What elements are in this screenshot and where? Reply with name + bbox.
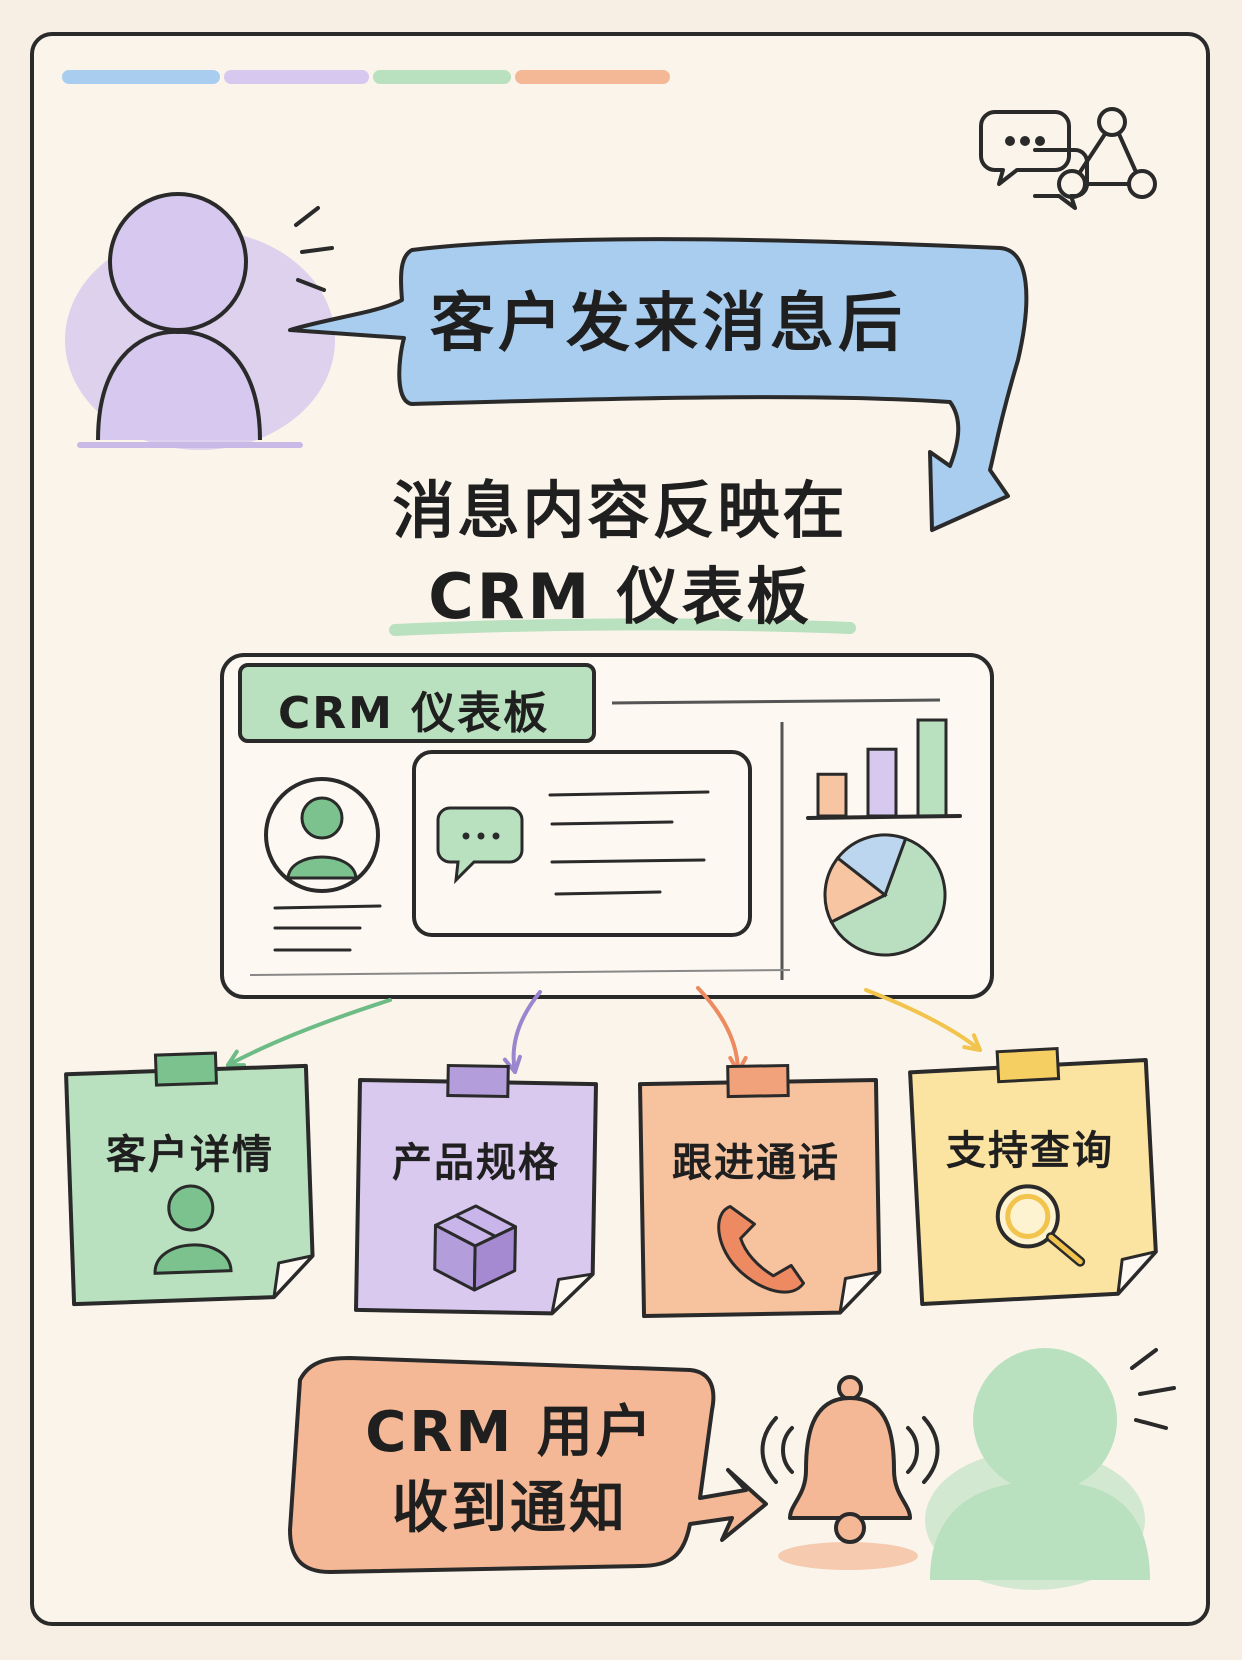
arrowhead-2	[502, 1054, 522, 1074]
message-icon	[436, 806, 524, 885]
headline-line-2: CRM 仪表板	[428, 560, 812, 633]
customer-avatar	[65, 192, 335, 450]
color-strip	[62, 70, 670, 84]
note-tape	[153, 1051, 219, 1087]
notification-bubble	[288, 1356, 768, 1574]
bar-2	[866, 747, 898, 818]
pie-slice-1	[829, 836, 947, 957]
sticky-note-2	[354, 1063, 598, 1316]
chat-network-icon	[979, 107, 1157, 210]
headline-line-1: 消息内容反映在	[392, 474, 848, 547]
message-panel	[412, 750, 752, 937]
sticky-note-3	[637, 1063, 882, 1319]
message-ribbon	[288, 237, 1029, 532]
dashboard-tab-label: CRM 仪表板	[278, 688, 550, 739]
bar-chart-baseline	[806, 814, 962, 820]
profile-lines	[273, 904, 382, 952]
pie-slice-2	[823, 855, 888, 925]
note-fold	[272, 1254, 315, 1299]
box-icon	[433, 1204, 517, 1292]
note-arrows	[226, 986, 982, 1074]
note-label-support-query: 支持查询	[946, 1128, 1114, 1174]
pie-chart	[823, 833, 947, 957]
arrow-to-note-3	[696, 986, 740, 1074]
dashboard-headline: 消息内容反映在 CRM 仪表板	[300, 468, 940, 640]
bar-chart	[816, 718, 948, 818]
arrow-to-note-4	[864, 988, 982, 1052]
note-fold	[550, 1272, 595, 1315]
notification-text: CRM 用户 收到通知	[340, 1395, 680, 1547]
note-tape	[726, 1063, 790, 1099]
message-received-label: 客户发来消息后	[430, 287, 906, 361]
arrowhead-1	[226, 1049, 246, 1068]
headline-underline	[389, 618, 856, 636]
arrowhead-4	[962, 1033, 982, 1052]
note-tape	[995, 1047, 1061, 1084]
pie-slice-3	[835, 833, 908, 898]
note-tape	[446, 1063, 510, 1099]
note-label-follow-up-call: 跟进通话	[672, 1140, 840, 1186]
sticky-note-4	[908, 1047, 1158, 1307]
notification-line-2: 收到通知	[392, 1476, 628, 1541]
notification-line-1: CRM 用户	[365, 1400, 655, 1465]
arrow-to-note-2	[511, 990, 542, 1074]
note-label-product-specs: 产品规格	[392, 1140, 560, 1186]
person-icon	[153, 1184, 233, 1275]
crm-user-avatar	[925, 1348, 1176, 1590]
bar-1	[816, 772, 848, 818]
arrow-to-note-1	[226, 998, 392, 1067]
note-fold	[838, 1270, 881, 1315]
phone-icon	[717, 1205, 805, 1294]
crm-dashboard-window	[220, 653, 994, 999]
sticky-note-1	[64, 1051, 315, 1307]
note-fold	[1116, 1250, 1158, 1296]
magnifier-icon	[995, 1184, 1086, 1267]
notes-layer	[64, 1047, 1158, 1319]
bar-3	[916, 718, 948, 818]
note-label-customer-details: 客户详情	[106, 1132, 274, 1178]
profile-icon	[264, 777, 380, 893]
bell-icon	[760, 1375, 940, 1570]
